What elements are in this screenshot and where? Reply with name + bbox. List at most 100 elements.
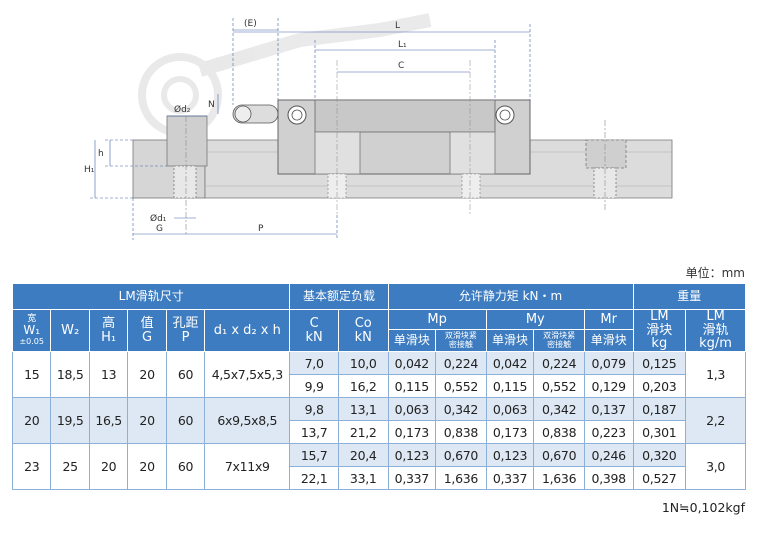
- cell-mr: 0,079: [583, 351, 634, 375]
- cell-mp-double: 0,342: [435, 397, 487, 421]
- cell-p: 60: [165, 443, 206, 490]
- label-h: h: [98, 149, 104, 159]
- header-mp-single: 单滑块: [387, 329, 437, 352]
- cell-c: 9,8: [289, 397, 339, 421]
- rail-hole-left: [166, 115, 208, 235]
- cell-mp-double: 0,552: [435, 374, 487, 398]
- header-moment: 允许静力矩 kN・m: [387, 283, 634, 310]
- cell-w1: 15: [11, 351, 52, 398]
- header-my-single: 单滑块: [485, 329, 535, 352]
- label-E: (E): [244, 19, 257, 29]
- cell-d: 6x9,5x8,5: [204, 397, 291, 444]
- dimension-E: [232, 18, 279, 105]
- label-N: N: [208, 100, 215, 110]
- cell-co: 10,0: [337, 351, 389, 375]
- label-L1: L₁: [398, 40, 407, 50]
- cell-co: 16,2: [337, 374, 389, 398]
- header-d: d₁ x d₂ x h: [204, 309, 291, 352]
- header-mr-single: 单滑块: [583, 329, 634, 352]
- cell-mp-single: 0,063: [387, 397, 437, 421]
- header-h1: 高 H₁: [88, 309, 129, 352]
- label-d1: Ød₁: [150, 213, 167, 224]
- cell-block-weight: 0,301: [632, 420, 687, 444]
- header-p: 孔距 P: [165, 309, 206, 352]
- cell-mr: 0,398: [583, 466, 634, 490]
- cell-d: 4,5x7,5x5,3: [204, 351, 291, 398]
- cell-p: 60: [165, 397, 206, 444]
- label-H1: H₁: [84, 165, 95, 175]
- cell-mr: 0,246: [583, 443, 634, 467]
- cell-my-single: 0,123: [485, 443, 535, 467]
- cell-rail-weight: 2,2: [685, 397, 746, 444]
- label-L: L: [395, 21, 400, 31]
- linear-guide-drawing: (E) L L₁ C Ød₂ N h H₁ Ød₁ G: [84, 13, 673, 240]
- carriage-block: [232, 99, 531, 199]
- unit-note: 单位：mm: [685, 266, 745, 280]
- cell-mp-double: 1,636: [435, 466, 487, 490]
- cell-co: 33,1: [337, 466, 389, 490]
- cell-c: 7,0: [289, 351, 339, 375]
- label-C: C: [398, 61, 404, 71]
- header-load: 基本额定负载: [289, 283, 389, 310]
- cell-my-double: 0,552: [533, 374, 585, 398]
- cell-h1: 20: [88, 443, 129, 490]
- cell-co: 20,4: [337, 443, 389, 467]
- cell-w1: 20: [11, 397, 52, 444]
- cell-mp-double: 0,838: [435, 420, 487, 444]
- cell-my-double: 0,670: [533, 443, 585, 467]
- rail-hole-right: [585, 120, 627, 210]
- cell-mp-single: 0,042: [387, 351, 437, 375]
- cell-my-single: 0,173: [485, 420, 535, 444]
- cell-g: 20: [127, 443, 167, 490]
- header-weight: 重量: [632, 283, 746, 310]
- header-mp: Mp: [387, 309, 487, 330]
- cell-my-single: 0,337: [485, 466, 535, 490]
- cell-p: 60: [165, 351, 206, 398]
- header-co: Co kN: [337, 309, 389, 352]
- cell-w2: 19,5: [50, 397, 90, 444]
- cell-mp-double: 0,670: [435, 443, 487, 467]
- header-g: 值 G: [127, 309, 167, 352]
- spec-table: LM滑轨尺寸 基本额定负载 允许静力矩 kN・m 重量 宽 W₁ ±0.05 W…: [11, 283, 746, 490]
- cell-d: 7x11x9: [204, 443, 291, 490]
- header-c: C kN: [289, 309, 339, 352]
- cell-g: 20: [127, 397, 167, 444]
- cell-mr: 0,223: [583, 420, 634, 444]
- cell-rail-weight: 1,3: [685, 351, 746, 398]
- dimension-H1: [90, 140, 133, 199]
- cell-c: 15,7: [289, 443, 339, 467]
- cell-h1: 13: [88, 351, 129, 398]
- cell-block-weight: 0,320: [632, 443, 687, 467]
- cell-my-double: 0,224: [533, 351, 585, 375]
- header-w1: 宽 W₁ ±0.05: [11, 309, 52, 352]
- cell-mp-single: 0,123: [387, 443, 437, 467]
- label-d2: Ød₂: [174, 104, 191, 115]
- dimension-L1: [314, 40, 496, 100]
- cell-my-double: 1,636: [533, 466, 585, 490]
- cell-co: 21,2: [337, 420, 389, 444]
- cell-block-weight: 0,527: [632, 466, 687, 490]
- cell-block-weight: 0,203: [632, 374, 687, 398]
- cell-co: 13,1: [337, 397, 389, 421]
- header-my-double: 双滑块紧 密接触: [533, 329, 585, 352]
- header-rail-weight: LM 滑轨 kg/m: [685, 309, 746, 352]
- cell-c: 9,9: [289, 374, 339, 398]
- cell-mp-single: 0,173: [387, 420, 437, 444]
- cell-block-weight: 0,125: [632, 351, 687, 375]
- cell-w1: 23: [11, 443, 52, 490]
- cell-mp-double: 0,224: [435, 351, 487, 375]
- cell-w2: 18,5: [50, 351, 90, 398]
- unit-conversion-note: 1N≒0,102kgf: [661, 500, 745, 515]
- cell-c: 13,7: [289, 420, 339, 444]
- cell-mr: 0,137: [583, 397, 634, 421]
- cell-my-single: 0,042: [485, 351, 535, 375]
- header-mr: Mr: [583, 309, 634, 330]
- cell-rail-weight: 3,0: [685, 443, 746, 490]
- header-mp-double: 双滑块紧 密接触: [435, 329, 487, 352]
- header-w2: W₂: [50, 309, 90, 352]
- dimension-h: [105, 139, 167, 167]
